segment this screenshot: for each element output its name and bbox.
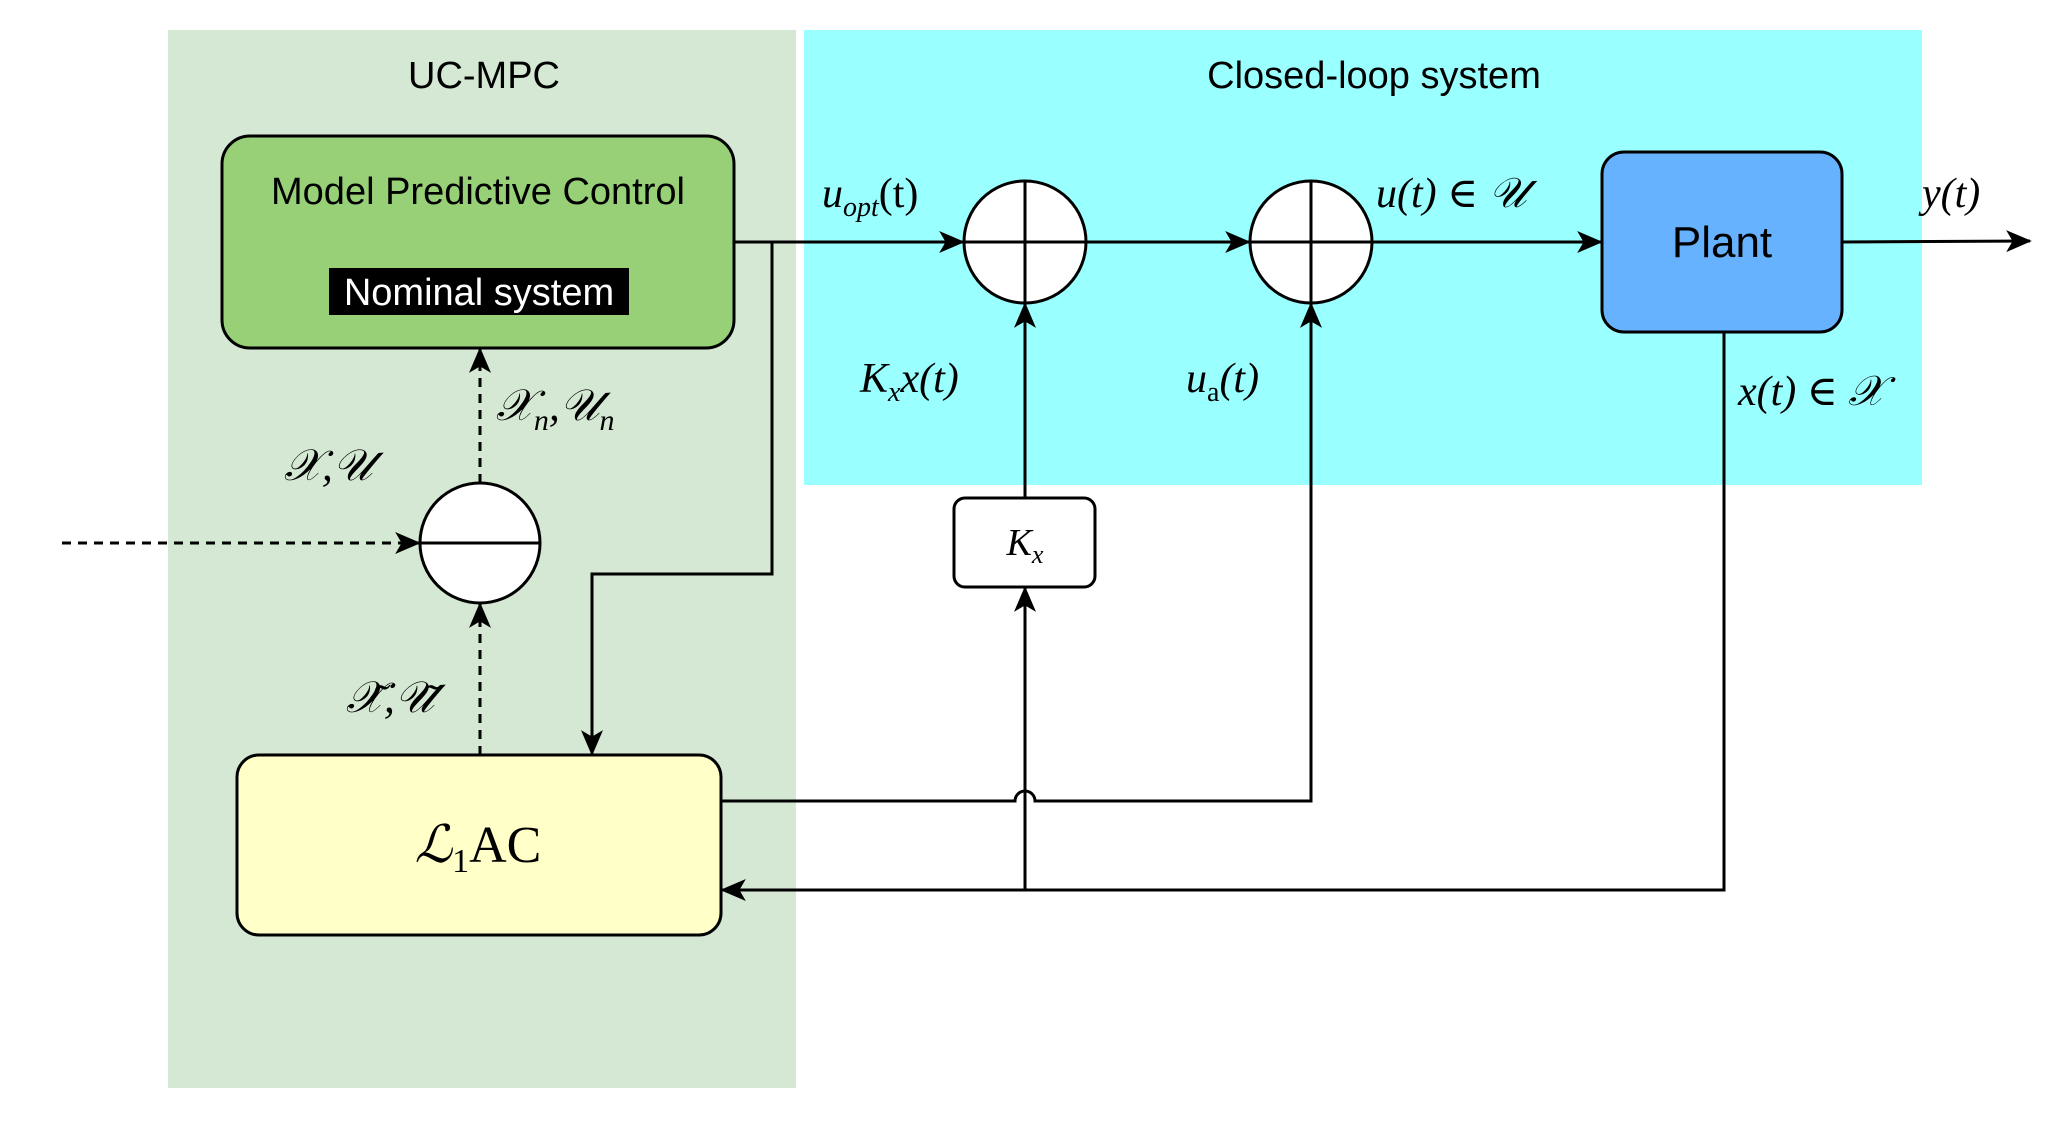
wire-plant-output — [1841, 230, 2032, 253]
kx-gain-label: Kx — [1006, 522, 1044, 569]
mpc-block-title: Model Predictive Control — [271, 171, 685, 213]
u-a-label: ua(t) — [1186, 356, 1259, 408]
kx-x-label: Kxx(t) — [859, 356, 959, 408]
u-total-label: u(t) ∈ 𝒰 — [1376, 171, 1538, 217]
mpc-block[interactable] — [220, 134, 736, 350]
x-state-label: x(t) ∈ 𝒳 — [1737, 369, 1896, 415]
y-output-label: y(t) — [1918, 171, 1980, 217]
nominal-system-label: Nominal system — [344, 272, 614, 314]
u-opt-label: uopt(t) — [822, 171, 918, 223]
wire-plant-state-feedback — [720, 332, 1726, 901]
wire-l1ac-to-sum2 — [721, 302, 1322, 803]
uc-mpc-title: UC-MPC — [408, 55, 560, 97]
l1ac-label: ℒ1AC — [415, 817, 542, 880]
closed-loop-title: Closed-loop system — [1207, 55, 1541, 97]
plant-label: Plant — [1672, 218, 1772, 267]
summing-junction-1 — [962, 179, 1088, 305]
nominal-system-badge — [329, 268, 629, 315]
summing-junction-2 — [1248, 179, 1374, 305]
constraints-label: 𝒳,𝒰 — [284, 441, 384, 490]
nominal-constraints-label: 𝒳n,𝒰n — [496, 381, 614, 437]
uncertainty-sets-label: 𝒳̃,𝒰̃ — [346, 673, 446, 722]
set-difference-junction — [418, 481, 542, 605]
wire-uopt-to-l1ac — [581, 242, 774, 756]
